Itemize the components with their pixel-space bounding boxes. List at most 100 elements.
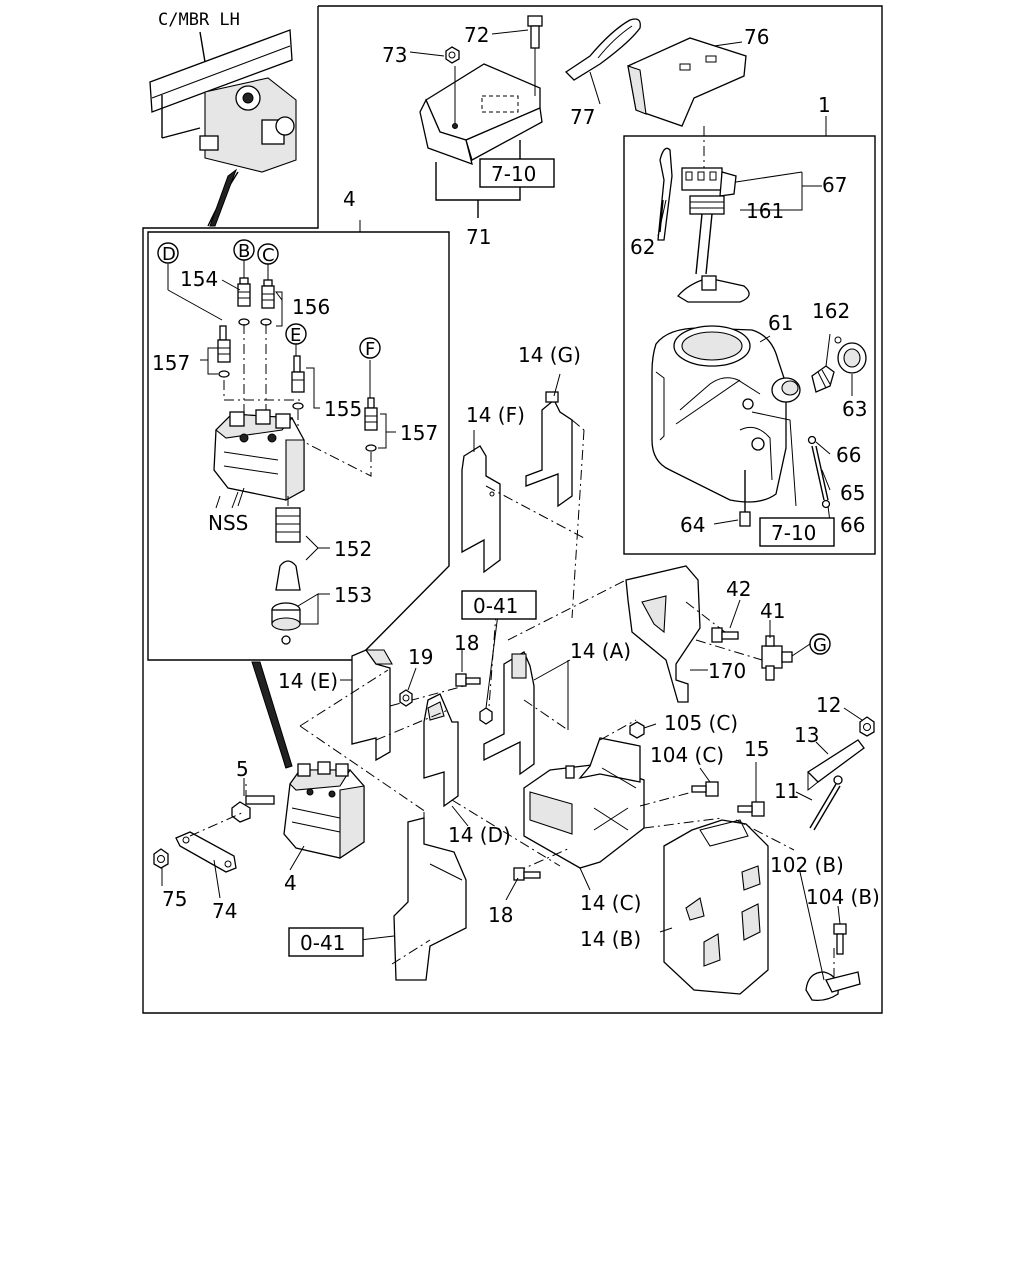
filter-152 — [275, 496, 301, 591]
hardware — [153, 627, 875, 1002]
cover-bracket — [419, 48, 543, 218]
svg-text:G: G — [813, 635, 827, 656]
ref-box-0-41-bottom: 0-41 — [288, 927, 364, 957]
bracket-14b — [663, 819, 769, 995]
label-14f: 14 (F) — [466, 403, 525, 427]
circle-ref-c: C — [257, 243, 279, 266]
label-nss: NSS — [208, 511, 248, 535]
bracket-14g — [525, 391, 573, 508]
label-71: 71 — [466, 225, 491, 249]
clamp-13 — [806, 739, 865, 792]
fitting-157-left — [217, 325, 231, 378]
fitting-157-right — [364, 397, 378, 452]
bracket-14f — [461, 445, 501, 574]
svg-text:B: B — [238, 241, 250, 262]
label-67: 67 — [822, 173, 847, 197]
label-11: 11 — [774, 779, 799, 803]
nut-0-41 — [479, 707, 493, 725]
label-12: 12 — [816, 693, 841, 717]
label-14a: 14 (A) — [570, 639, 631, 663]
nut-12 — [859, 716, 875, 737]
label-74: 74 — [212, 899, 237, 923]
label-14b: 14 (B) — [580, 927, 641, 951]
grommet-102b — [805, 971, 861, 1002]
rod-11 — [809, 775, 843, 831]
label-18-bottom: 18 — [488, 903, 513, 927]
nut-19 — [399, 689, 413, 707]
label-105c: 105 (C) — [664, 711, 738, 735]
label-104b: 104 (B) — [806, 885, 880, 909]
label-102b: 102 (B) — [770, 853, 844, 877]
label-13: 13 — [794, 723, 819, 747]
leader-lines — [161, 29, 863, 981]
bracket-170 — [625, 565, 701, 703]
bolt-104c — [691, 781, 719, 797]
svg-text:0-41: 0-41 — [473, 594, 518, 618]
circle-ref-e: E — [285, 323, 307, 346]
svg-text:7-10: 7-10 — [491, 162, 536, 186]
nut-75 — [153, 848, 169, 869]
label-19: 19 — [408, 645, 433, 669]
bolt-42 — [711, 627, 739, 643]
label-156: 156 — [292, 295, 330, 319]
cap-63 — [834, 336, 867, 374]
abs-unit-box — [147, 231, 450, 661]
svg-text:E: E — [290, 325, 301, 346]
label-157-right: 157 — [400, 421, 438, 445]
tank-hardware — [739, 411, 831, 527]
stud-5 — [231, 780, 275, 823]
bracket-14d — [423, 693, 459, 808]
label-66-bottom: 66 — [840, 513, 865, 537]
label-157-left: 157 — [152, 351, 190, 375]
label-64: 64 — [680, 513, 705, 537]
label-41: 41 — [760, 599, 785, 623]
svg-text:0-41: 0-41 — [300, 931, 345, 955]
bolt-72 — [527, 15, 543, 49]
cap-153 — [271, 602, 301, 645]
circle-ref-b: B — [233, 239, 255, 262]
label-153: 153 — [334, 583, 372, 607]
label-152: 152 — [334, 537, 372, 561]
bolt-104b — [833, 923, 847, 955]
label-155: 155 — [324, 397, 362, 421]
fitting-155 — [291, 355, 305, 410]
label-75: 75 — [162, 887, 187, 911]
ref-box-0-41-mid: 0-41 — [461, 590, 537, 620]
label-161: 161 — [746, 199, 784, 223]
label-42: 42 — [726, 577, 751, 601]
bolt-18-top — [455, 673, 481, 687]
assembly-lines — [299, 579, 835, 988]
bracket-14a — [483, 651, 535, 776]
label-4-top: 4 — [343, 187, 356, 211]
nut-105c — [629, 721, 645, 739]
label-5: 5 — [236, 757, 249, 781]
label-18-top: 18 — [454, 631, 479, 655]
label-15: 15 — [744, 737, 769, 761]
part-labels: 73 72 76 77 1 67 161 62 71 61 162 63 66 … — [152, 23, 880, 951]
tank-assembly-box — [623, 135, 876, 555]
bracket-14e — [351, 649, 393, 762]
label-1: 1 — [818, 93, 831, 117]
label-104c: 104 (C) — [650, 743, 724, 767]
valve-41 — [761, 635, 793, 681]
bolt-18-bottom — [513, 867, 541, 881]
fitting-156 — [260, 279, 275, 326]
ref-box-7-10-tank: 7-10 — [759, 517, 835, 547]
svg-text:7-10: 7-10 — [771, 521, 816, 545]
svg-text:F: F — [365, 339, 375, 360]
bracket-74 — [175, 811, 245, 873]
svg-text:C: C — [262, 245, 275, 266]
label-77: 77 — [570, 105, 595, 129]
fitting-154 — [237, 277, 251, 326]
label-72: 72 — [464, 23, 489, 47]
label-14g: 14 (G) — [518, 343, 581, 367]
hydraulic-unit-nss — [213, 409, 305, 501]
circle-ref-f: F — [359, 337, 381, 360]
unit-4-exploded — [167, 260, 378, 645]
label-73: 73 — [382, 43, 407, 67]
circle-ref-g: G — [809, 633, 831, 656]
strainer-162 — [811, 365, 835, 393]
label-14c: 14 (C) — [580, 891, 641, 915]
